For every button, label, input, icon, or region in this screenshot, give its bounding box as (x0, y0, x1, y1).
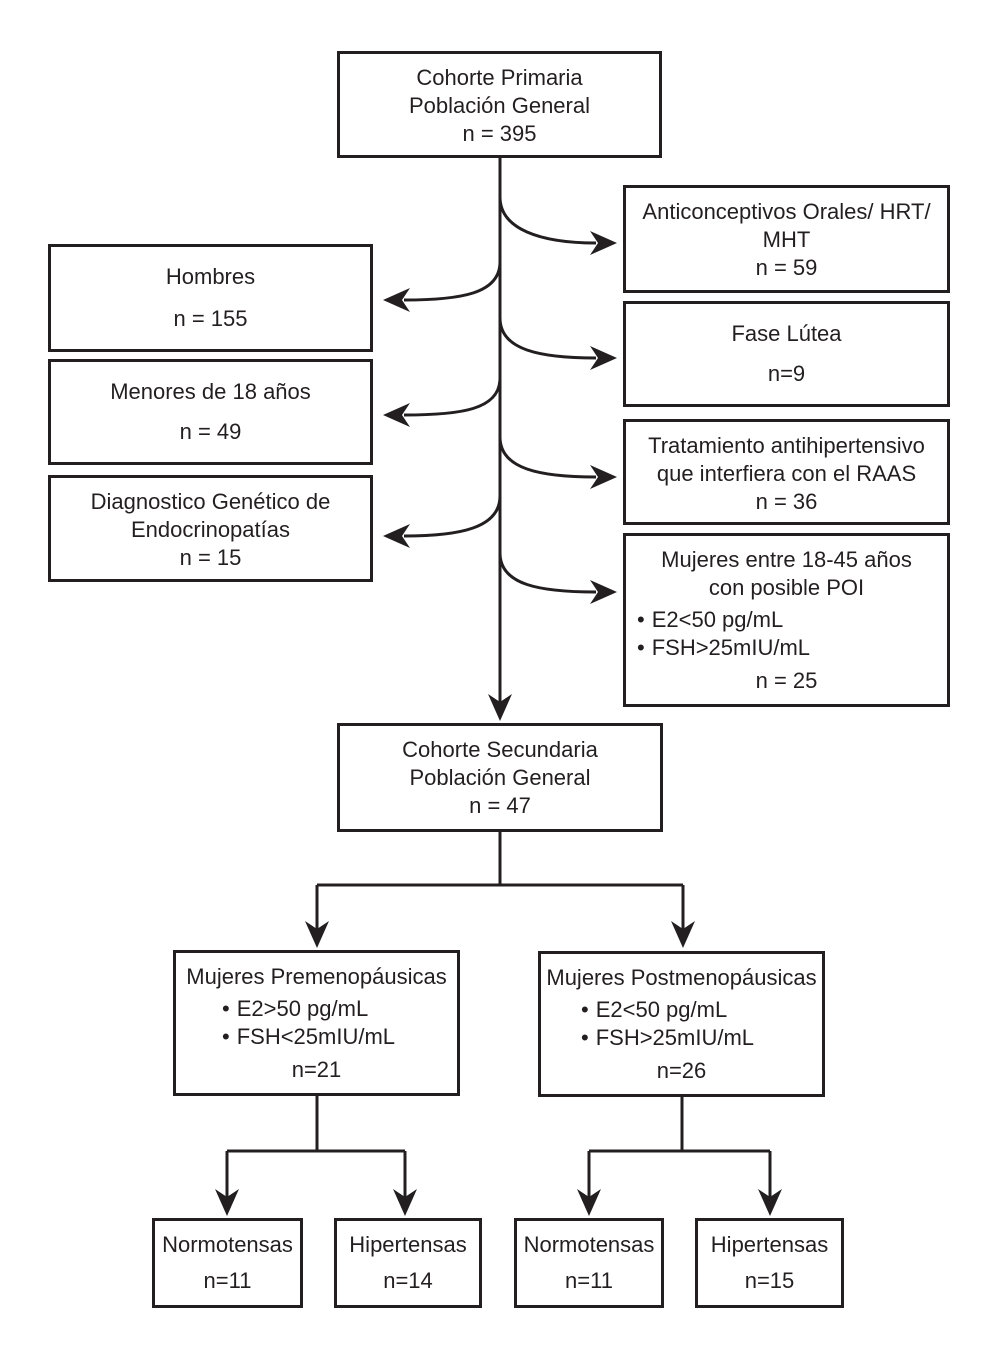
branch-premeno-to-bp-groups (215, 1096, 417, 1216)
title-line: Diagnostico Genético de (90, 489, 331, 514)
criteria-list: E2<50 pg/mL FSH>25mIU/mL (581, 996, 754, 1052)
box-title: Normotensas (523, 1232, 655, 1257)
box-fase-lutea: Fase Lútea n=9 (623, 301, 950, 407)
count-label: n = 59 (755, 255, 818, 280)
count-label: n=15 (744, 1268, 795, 1293)
count-label: n = 25 (755, 667, 818, 693)
box-title: Cohorte Primaria Población General (409, 64, 590, 120)
count-label: n = 155 (173, 306, 248, 331)
arrow-to-hombres (383, 261, 502, 312)
box-title: Hipertensas (349, 1232, 467, 1257)
box-post-normotensas: Normotensas n=11 (514, 1218, 664, 1308)
branch-postmeno-to-bp-groups (577, 1097, 782, 1216)
criteria-item: E2<50 pg/mL (637, 606, 810, 634)
criteria-item: E2<50 pg/mL (581, 996, 754, 1024)
arrow-to-tratamiento (498, 436, 617, 489)
title-line: Endocrinopatías (130, 517, 290, 542)
box-post-hipertensas: Hipertensas n=15 (695, 1218, 844, 1308)
box-title: Diagnostico Genético de Endocrinopatías (91, 488, 331, 544)
box-title: Hombres (165, 264, 256, 289)
box-hombres: Hombres n = 155 (48, 244, 373, 352)
arrow-to-poi (498, 552, 617, 604)
title-line: MHT (762, 227, 811, 252)
box-title: Anticonceptivos Orales/ HRT/ MHT (642, 198, 930, 254)
arrow-primary-to-secondary (488, 158, 512, 721)
box-pre-normotensas: Normotensas n=11 (152, 1218, 303, 1308)
title-line: que interfiera con el RAAS (656, 461, 917, 486)
criteria-list: E2<50 pg/mL FSH>25mIU/mL (637, 606, 810, 662)
arrow-to-fase-lutea (498, 317, 617, 370)
box-title: Tratamiento antihipertensivo que interfi… (648, 432, 925, 488)
box-diagnostico-genetico: Diagnostico Genético de Endocrinopatías … (48, 475, 373, 582)
count-label: n=9 (767, 361, 806, 386)
criteria-item: FSH>25mIU/mL (637, 634, 810, 662)
title-line: Mujeres entre 18-45 años (661, 546, 912, 572)
box-tratamiento-antihipertensivo: Tratamiento antihipertensivo que interfi… (623, 419, 950, 525)
title-line: Cohorte Primaria (416, 65, 583, 90)
box-pre-hipertensas: Hipertensas n=14 (334, 1218, 482, 1308)
criteria-item: FSH>25mIU/mL (581, 1024, 754, 1052)
box-title: Mujeres entre 18-45 años con posible POI (661, 546, 912, 602)
box-title: Mujeres Postmenopáusicas (546, 964, 817, 990)
title-line: Anticonceptivos Orales/ HRT/ (642, 199, 931, 224)
count-label: n = 395 (462, 121, 537, 146)
count-label: n = 15 (179, 545, 242, 570)
count-label: n=11 (203, 1268, 252, 1293)
count-label: n = 49 (179, 419, 242, 444)
box-title: Cohorte Secundaria Población General (402, 736, 598, 792)
box-title: Mujeres Premenopáusicas (186, 963, 447, 989)
box-cohorte-secundaria: Cohorte Secundaria Población General n =… (337, 723, 663, 832)
count-label: n = 36 (755, 489, 818, 514)
box-premenopausicas: Mujeres Premenopáusicas E2>50 pg/mL FSH<… (173, 950, 460, 1096)
title-line: Tratamiento antihipertensivo (648, 433, 925, 458)
count-label: n=11 (565, 1268, 613, 1293)
title-line: con posible POI (708, 574, 865, 600)
box-title: Fase Lútea (731, 321, 842, 346)
criteria-list: E2>50 pg/mL FSH<25mIU/mL (222, 995, 395, 1051)
criteria-item: FSH<25mIU/mL (222, 1023, 395, 1051)
arrow-to-anticonceptivos (498, 196, 617, 255)
branch-secondary-to-groups (305, 832, 695, 948)
title-line: Cohorte Secundaria (402, 737, 598, 762)
count-label: n=26 (656, 1057, 707, 1083)
title-line: Población General (408, 93, 590, 118)
title-line: Población General (409, 765, 591, 790)
box-anticonceptivos: Anticonceptivos Orales/ HRT/ MHT n = 59 (623, 185, 950, 293)
count-label: n=21 (291, 1056, 342, 1082)
box-title: Normotensas (162, 1232, 293, 1257)
box-title: Menores de 18 años (110, 379, 311, 404)
box-cohorte-primaria: Cohorte Primaria Población General n = 3… (337, 51, 662, 158)
box-postmenopausicas: Mujeres Postmenopáusicas E2<50 pg/mL FSH… (538, 951, 825, 1097)
box-title: Hipertensas (710, 1232, 829, 1257)
count-label: n = 47 (469, 793, 531, 818)
box-menores-18: Menores de 18 años n = 49 (48, 359, 373, 465)
box-mujeres-posible-poi: Mujeres entre 18-45 años con posible POI… (623, 533, 950, 707)
count-label: n=14 (383, 1268, 433, 1293)
arrow-to-menores (383, 377, 502, 427)
arrow-to-diagnostico (383, 495, 502, 548)
criteria-item: E2>50 pg/mL (222, 995, 395, 1023)
